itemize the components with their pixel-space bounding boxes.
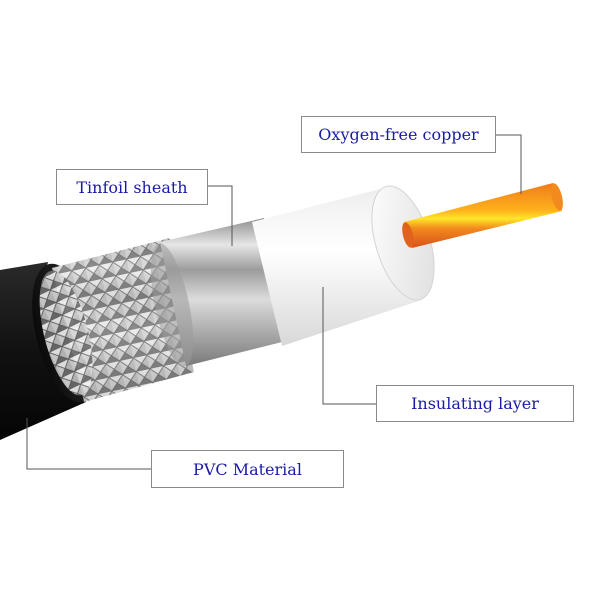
label-pvc-material: PVC Material (151, 450, 344, 488)
tinfoil-sheath (150, 218, 290, 367)
label-oxygen-free-copper: Oxygen-free copper (301, 116, 496, 153)
leader-line-pvc (26, 418, 151, 470)
label-tinfoil-sheath-text: Tinfoil sheath (76, 177, 188, 197)
label-tinfoil-sheath: Tinfoil sheath (56, 169, 208, 205)
leader-line-tinfoil (208, 185, 233, 246)
label-insulating-layer: Insulating layer (376, 385, 574, 422)
label-insulating-layer-text: Insulating layer (411, 394, 539, 413)
leader-line-copper (496, 134, 522, 194)
insulating-layer (252, 185, 435, 346)
label-pvc-material-text: PVC Material (193, 459, 302, 479)
leader-line-insulating (322, 287, 376, 405)
label-oxygen-free-copper-text: Oxygen-free copper (318, 125, 479, 144)
copper-conductor (402, 183, 563, 248)
